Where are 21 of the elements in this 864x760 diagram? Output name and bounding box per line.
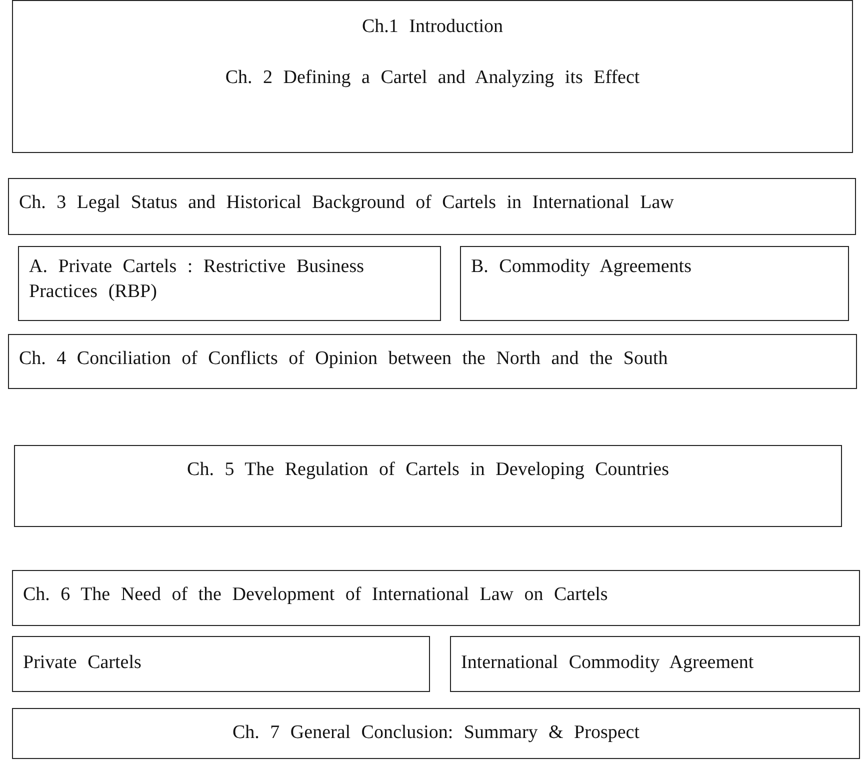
chapter-title: Ch. 6 The Need of the Development of International Law on Cartels <box>23 583 609 607</box>
chapter-subtitle: Ch. 2 Defining a Cartel and Analyzing its Effect <box>224 66 641 90</box>
chapter-box <box>12 570 860 626</box>
chapter-box <box>14 445 842 527</box>
chapter-title: Ch. 4 Conciliation of Conflicts of Opinion between the North and the South <box>19 347 669 371</box>
chapter-title: Ch. 3 Legal Status and Historical Background of Cartels in International Law <box>19 191 675 215</box>
chapter-box <box>12 636 430 692</box>
chapter-title: International Commodity Agreement <box>461 651 755 675</box>
chapter-title: Private Cartels <box>23 651 142 675</box>
chapter-box <box>460 246 849 321</box>
chapter-box <box>12 0 853 153</box>
chapter-box <box>12 708 860 759</box>
chapter-title: B. Commodity Agreements <box>471 255 692 279</box>
chapter-title: Ch. 5 The Regulation of Cartels in Developing Countries <box>186 458 670 482</box>
chapter-title: Ch.1 Introduction <box>360 15 504 39</box>
chapter-box <box>450 636 860 692</box>
chapter-title: Ch. 7 General Conclusion: Summary & Prospect <box>232 721 640 745</box>
chapter-box <box>8 178 856 235</box>
chapter-box <box>8 334 857 389</box>
chapter-box <box>18 246 441 321</box>
chapter-title: A. Private Cartels : Restrictive Business Practices (RBP) <box>29 255 366 304</box>
